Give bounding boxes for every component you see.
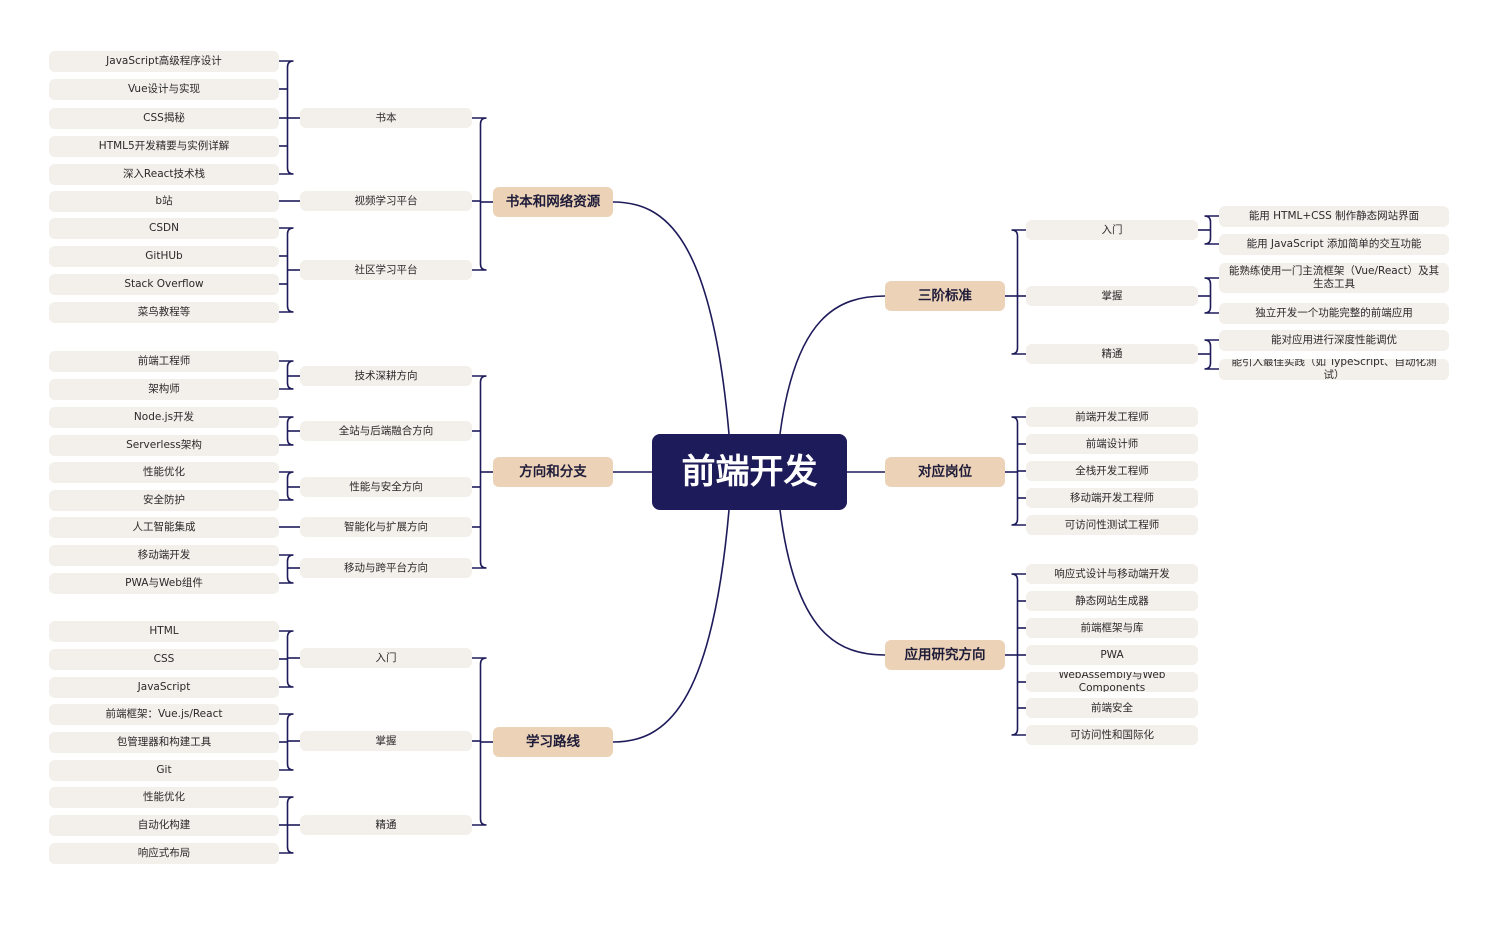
leaf-resources-2-1[interactable]: GitHUb [49, 245, 279, 267]
leaf-standards-1-0[interactable]: 能熟练使用一门主流框架（Vue/React）及其生态工具 [1219, 263, 1449, 293]
branch-jobs[interactable]: 对应岗位 [885, 457, 1005, 487]
leaf-learning-2-0[interactable]: 性能优化 [49, 786, 279, 808]
subtopic-learning-0[interactable]: 入门 [300, 648, 472, 668]
leaf-resources-2-3[interactable]: 菜鸟教程等 [49, 301, 279, 323]
bracket-standards-0-spine [1204, 215, 1219, 245]
branch-research[interactable]: 应用研究方向 [885, 640, 1005, 670]
bracket-standards-2-spine [1204, 339, 1219, 370]
leaf-learning-0-0[interactable]: HTML [49, 620, 279, 642]
leaf-learning-1-1[interactable]: 包管理器和构建工具 [49, 731, 279, 753]
subtopic-directions-4[interactable]: 移动与跨平台方向 [300, 558, 472, 578]
leaf-resources-2-2[interactable]: Stack Overflow [49, 273, 279, 295]
leaf-standards-2-1[interactable]: 能引入最佳实践（如 TypeScript、自动化测试） [1219, 358, 1449, 380]
connector-center-standards [779, 295, 886, 435]
leaf-directions-3-0[interactable]: 人工智能集成 [49, 516, 279, 538]
bracket-directions-4-spine [279, 554, 294, 584]
leaf-directions-2-1[interactable]: 安全防护 [49, 489, 279, 511]
branch-directions[interactable]: 方向和分支 [493, 457, 613, 487]
leaf-resources-1-0[interactable]: b站 [49, 190, 279, 212]
leaf-research-5[interactable]: 前端安全 [1026, 698, 1198, 718]
subtopic-standards-2[interactable]: 精通 [1026, 344, 1198, 364]
subtopic-directions-2[interactable]: 性能与安全方向 [300, 477, 472, 497]
subtopic-standards-1[interactable]: 掌握 [1026, 286, 1198, 306]
leaf-directions-2-0[interactable]: 性能优化 [49, 461, 279, 483]
bracket-directions-2-spine [279, 471, 294, 501]
subtopic-resources-2[interactable]: 社区学习平台 [300, 260, 472, 280]
leaf-jobs-0[interactable]: 前端开发工程师 [1026, 407, 1198, 427]
connector-center-resources [612, 201, 730, 435]
connector-center-research [779, 509, 886, 656]
leaf-research-2[interactable]: 前端框架与库 [1026, 618, 1198, 638]
branch-learning[interactable]: 学习路线 [493, 727, 613, 757]
subtopic-directions-1[interactable]: 全站与后端融合方向 [300, 421, 472, 441]
leaf-standards-1-1[interactable]: 独立开发一个功能完整的前端应用 [1219, 302, 1449, 324]
bracket-standards-1-spine [1204, 277, 1219, 314]
subtopic-directions-0[interactable]: 技术深耕方向 [300, 366, 472, 386]
leaf-resources-0-3[interactable]: HTML5开发精要与实例详解 [49, 135, 279, 157]
subtopic-resources-0[interactable]: 书本 [300, 108, 472, 128]
bracket-resources-2-spine [279, 227, 294, 313]
leaf-directions-4-0[interactable]: 移动端开发 [49, 544, 279, 566]
connector-center-learning [612, 509, 730, 743]
subtopic-standards-0[interactable]: 入门 [1026, 220, 1198, 240]
leaf-resources-2-0[interactable]: CSDN [49, 217, 279, 239]
leaf-directions-4-1[interactable]: PWA与Web组件 [49, 572, 279, 594]
bracket-directions-spine [472, 375, 487, 569]
subtopic-directions-3[interactable]: 智能化与扩展方向 [300, 517, 472, 537]
leaf-directions-0-0[interactable]: 前端工程师 [49, 350, 279, 372]
leaf-learning-0-1[interactable]: CSS [49, 648, 279, 670]
leaf-resources-0-2[interactable]: CSS揭秘 [49, 107, 279, 129]
bracket-directions-0-spine [279, 360, 294, 390]
leaf-research-3[interactable]: PWA [1026, 645, 1198, 665]
subtopic-learning-1[interactable]: 掌握 [300, 731, 472, 751]
leaf-directions-1-1[interactable]: Serverless架构 [49, 434, 279, 456]
leaf-learning-1-2[interactable]: Git [49, 759, 279, 781]
leaf-directions-1-0[interactable]: Node.js开发 [49, 406, 279, 428]
branch-resources[interactable]: 书本和网络资源 [493, 187, 613, 217]
subtopic-learning-2[interactable]: 精通 [300, 815, 472, 835]
leaf-research-1[interactable]: 静态网站生成器 [1026, 591, 1198, 611]
subtopic-resources-1[interactable]: 视频学习平台 [300, 191, 472, 211]
bracket-directions-1-spine [279, 416, 294, 446]
bracket-resources-spine [472, 117, 487, 271]
leaf-jobs-1[interactable]: 前端设计师 [1026, 434, 1198, 454]
branch-standards[interactable]: 三阶标准 [885, 281, 1005, 311]
central-topic[interactable]: 前端开发 [652, 434, 847, 510]
leaf-standards-2-0[interactable]: 能对应用进行深度性能调优 [1219, 329, 1449, 351]
leaf-research-6[interactable]: 可访问性和国际化 [1026, 725, 1198, 745]
leaf-resources-0-0[interactable]: JavaScript高级程序设计 [49, 50, 279, 72]
leaf-learning-2-2[interactable]: 响应式布局 [49, 842, 279, 864]
leaf-standards-0-1[interactable]: 能用 JavaScript 添加简单的交互功能 [1219, 233, 1449, 255]
leaf-resources-0-1[interactable]: Vue设计与实现 [49, 78, 279, 100]
bracket-standards-spine [1011, 229, 1026, 355]
leaf-directions-0-1[interactable]: 架构师 [49, 378, 279, 400]
leaf-standards-0-0[interactable]: 能用 HTML+CSS 制作静态网站界面 [1219, 205, 1449, 227]
leaf-research-4[interactable]: WebAssembly与Web Components [1026, 672, 1198, 692]
leaf-jobs-2[interactable]: 全栈开发工程师 [1026, 461, 1198, 481]
leaf-research-0[interactable]: 响应式设计与移动端开发 [1026, 564, 1198, 584]
leaf-jobs-3[interactable]: 移动端开发工程师 [1026, 488, 1198, 508]
leaf-jobs-4[interactable]: 可访问性测试工程师 [1026, 515, 1198, 535]
leaf-learning-1-0[interactable]: 前端框架：Vue.js/React [49, 703, 279, 725]
leaf-resources-0-4[interactable]: 深入React技术栈 [49, 163, 279, 185]
leaf-learning-2-1[interactable]: 自动化构建 [49, 814, 279, 836]
leaf-learning-0-2[interactable]: JavaScript [49, 676, 279, 698]
